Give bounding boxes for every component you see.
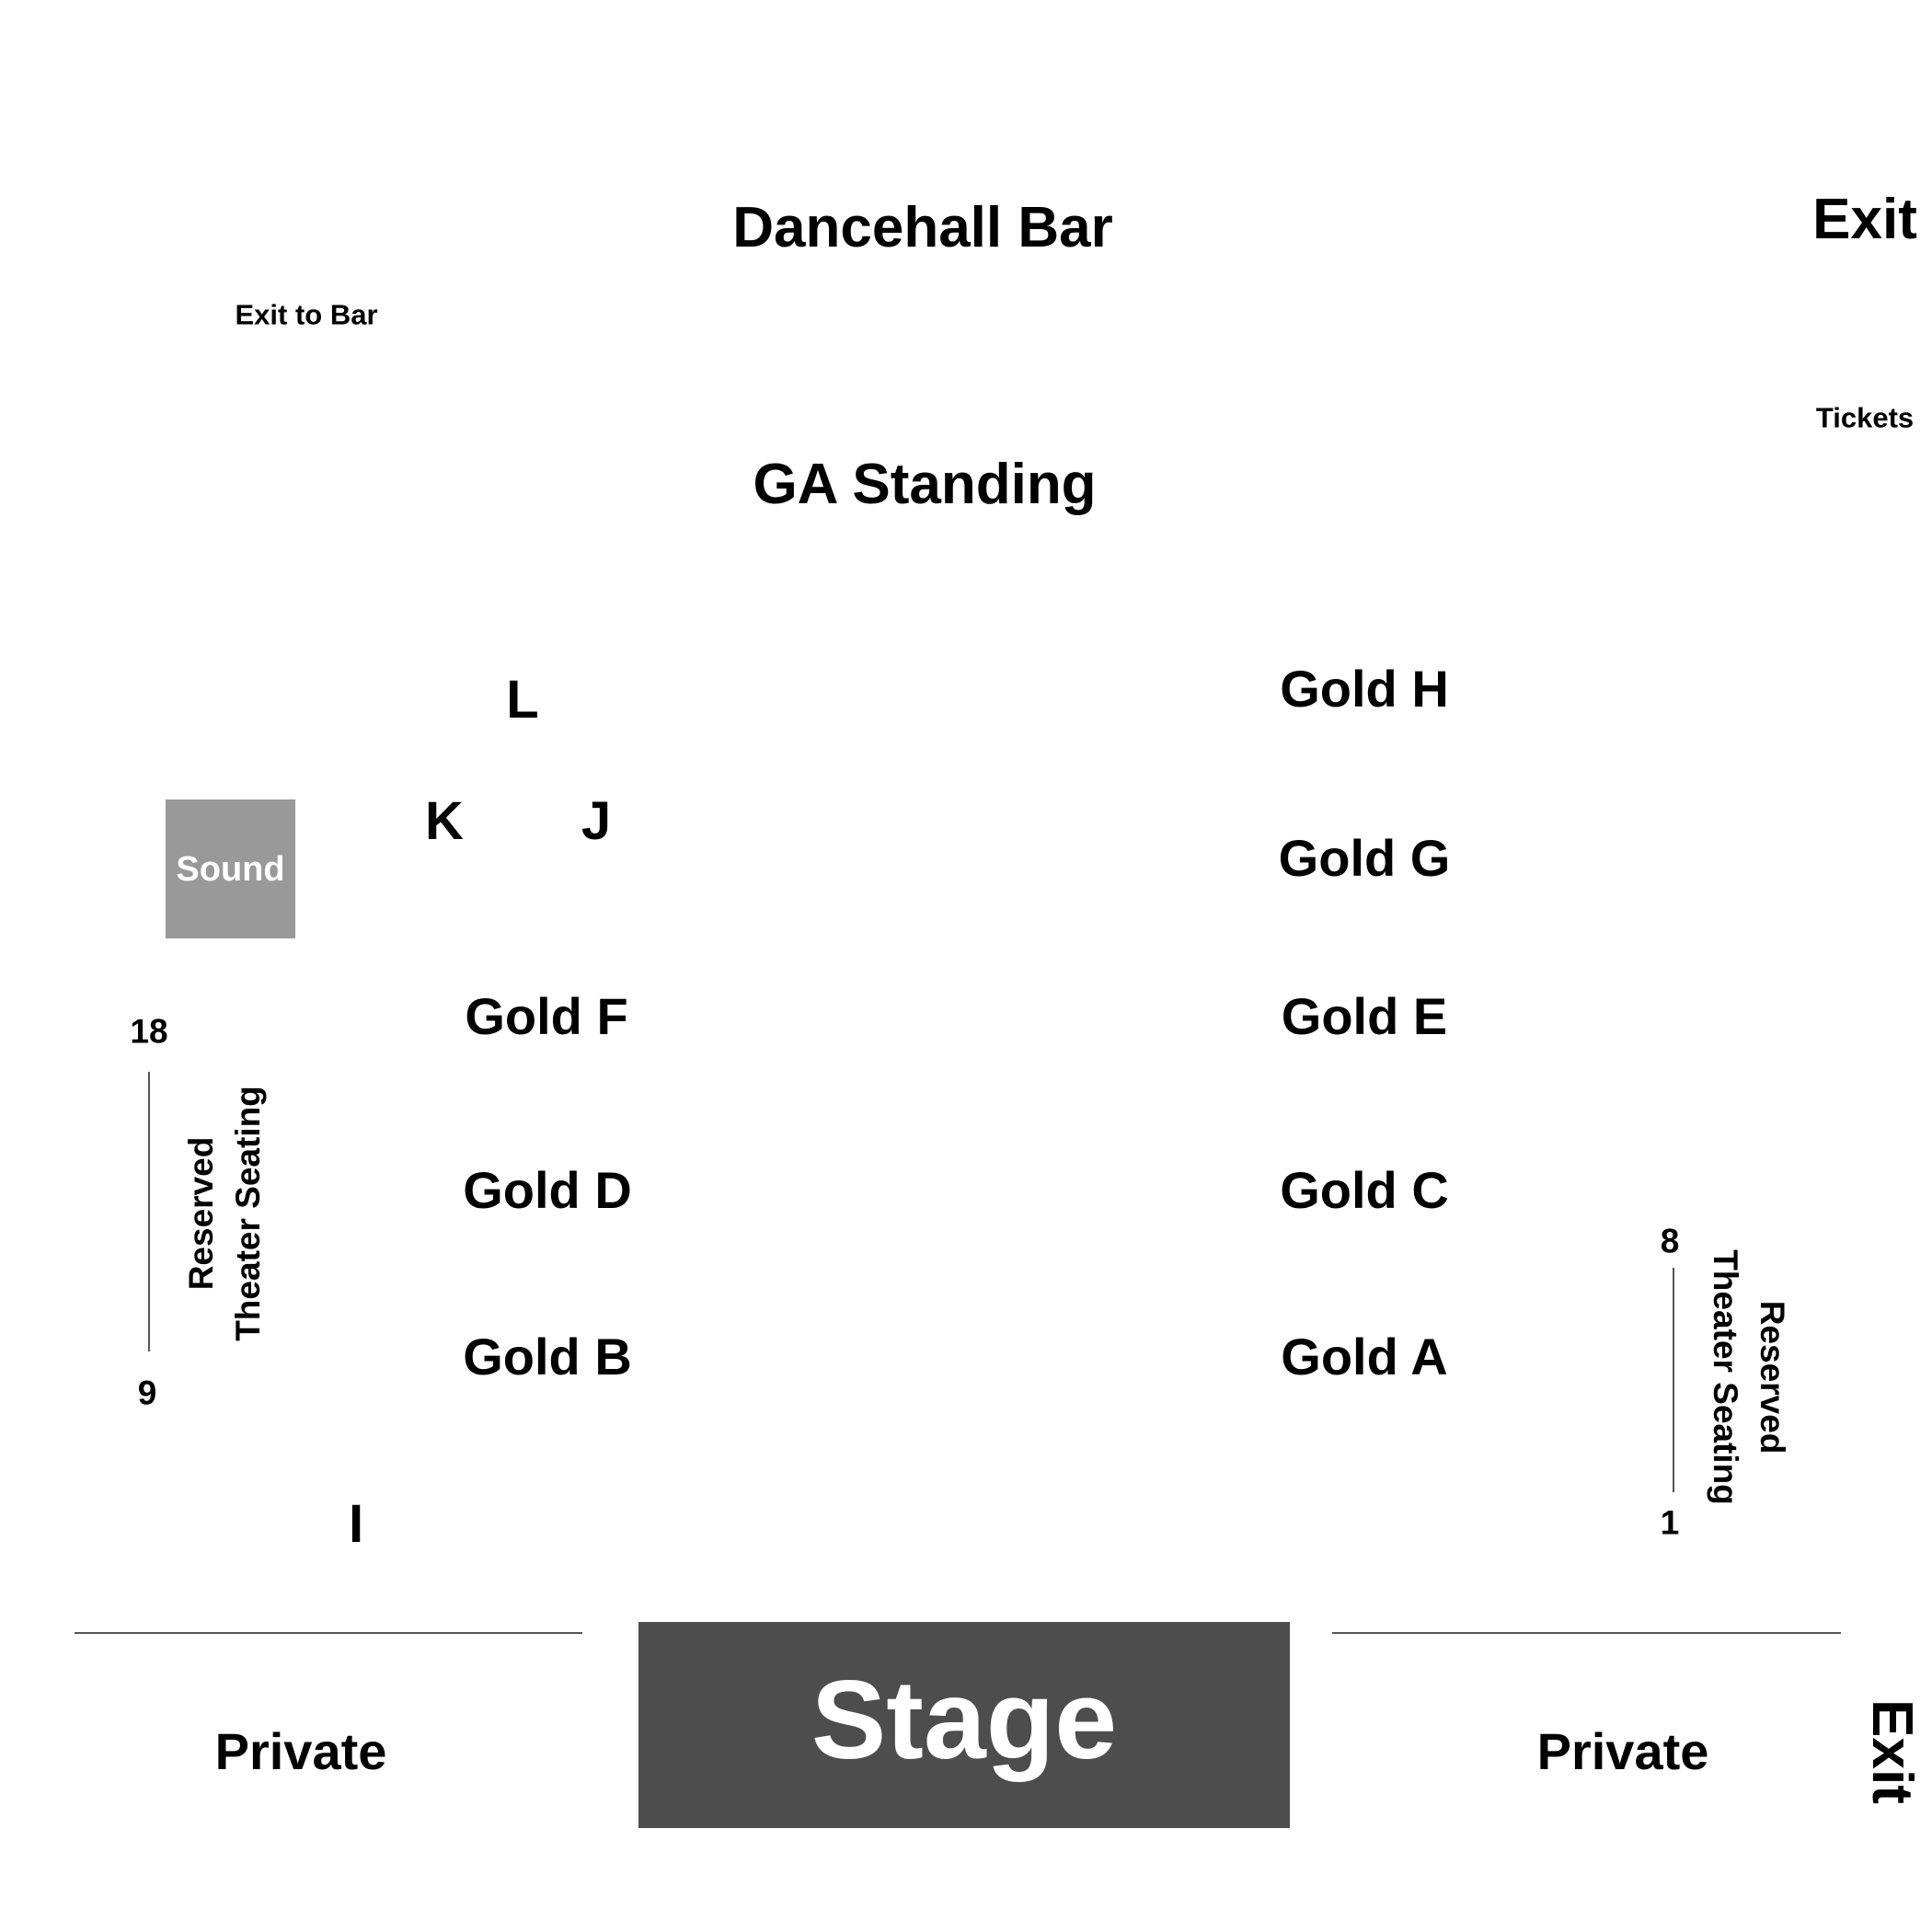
right-theater-seat-end: 1	[1660, 1503, 1680, 1542]
private-right-section[interactable]: Private	[1536, 1722, 1709, 1780]
stage: Stage	[638, 1622, 1290, 1828]
section-gold-a[interactable]: Gold A	[1281, 1328, 1448, 1386]
section-gold-c[interactable]: Gold C	[1280, 1161, 1449, 1219]
dancehall-bar-label: Dancehall Bar	[732, 196, 1113, 259]
section-gold-g[interactable]: Gold G	[1278, 829, 1451, 887]
right-theater-label-line2: Theater Seating	[1707, 1249, 1744, 1505]
tickets-label: Tickets	[1815, 401, 1915, 434]
section-k[interactable]: K	[425, 791, 464, 851]
sound-booth: Sound	[166, 799, 295, 938]
right-private-divider	[1332, 1632, 1841, 1634]
section-i[interactable]: I	[348, 1494, 364, 1554]
exit-top-label: Exit	[1812, 188, 1917, 251]
section-gold-d[interactable]: Gold D	[463, 1161, 632, 1219]
section-gold-e[interactable]: Gold E	[1281, 987, 1448, 1045]
exit-to-bar-label: Exit to Bar	[235, 298, 378, 331]
sound-booth-label: Sound	[176, 849, 285, 889]
left-theater-seat-end: 9	[137, 1374, 157, 1412]
right-theater-label-line1: Reserved	[1754, 1300, 1792, 1455]
ga-standing-section[interactable]: GA Standing	[753, 453, 1097, 516]
left-reserved-theater-seating[interactable]: Reserved Theater Seating	[178, 1086, 271, 1341]
right-theater-seat-start: 8	[1660, 1222, 1680, 1260]
exit-bottom-label: Exit	[1860, 1699, 1924, 1804]
left-theater-seat-start: 18	[130, 1012, 168, 1051]
section-l[interactable]: L	[506, 670, 539, 730]
section-gold-h[interactable]: Gold H	[1280, 660, 1449, 718]
section-j[interactable]: J	[581, 791, 612, 851]
section-gold-f[interactable]: Gold F	[465, 987, 628, 1045]
private-left-section[interactable]: Private	[214, 1722, 387, 1780]
left-theater-label-line1: Reserved	[181, 1136, 220, 1291]
right-reserved-theater-seating[interactable]: Reserved Theater Seating	[1702, 1249, 1796, 1505]
section-gold-b[interactable]: Gold B	[463, 1328, 632, 1386]
left-theater-seating-line	[148, 1072, 150, 1351]
stage-label: Stage	[811, 1656, 1118, 1782]
right-theater-seating-line	[1673, 1268, 1674, 1492]
left-private-divider	[75, 1632, 582, 1634]
left-theater-label-line2: Theater Seating	[229, 1086, 267, 1341]
